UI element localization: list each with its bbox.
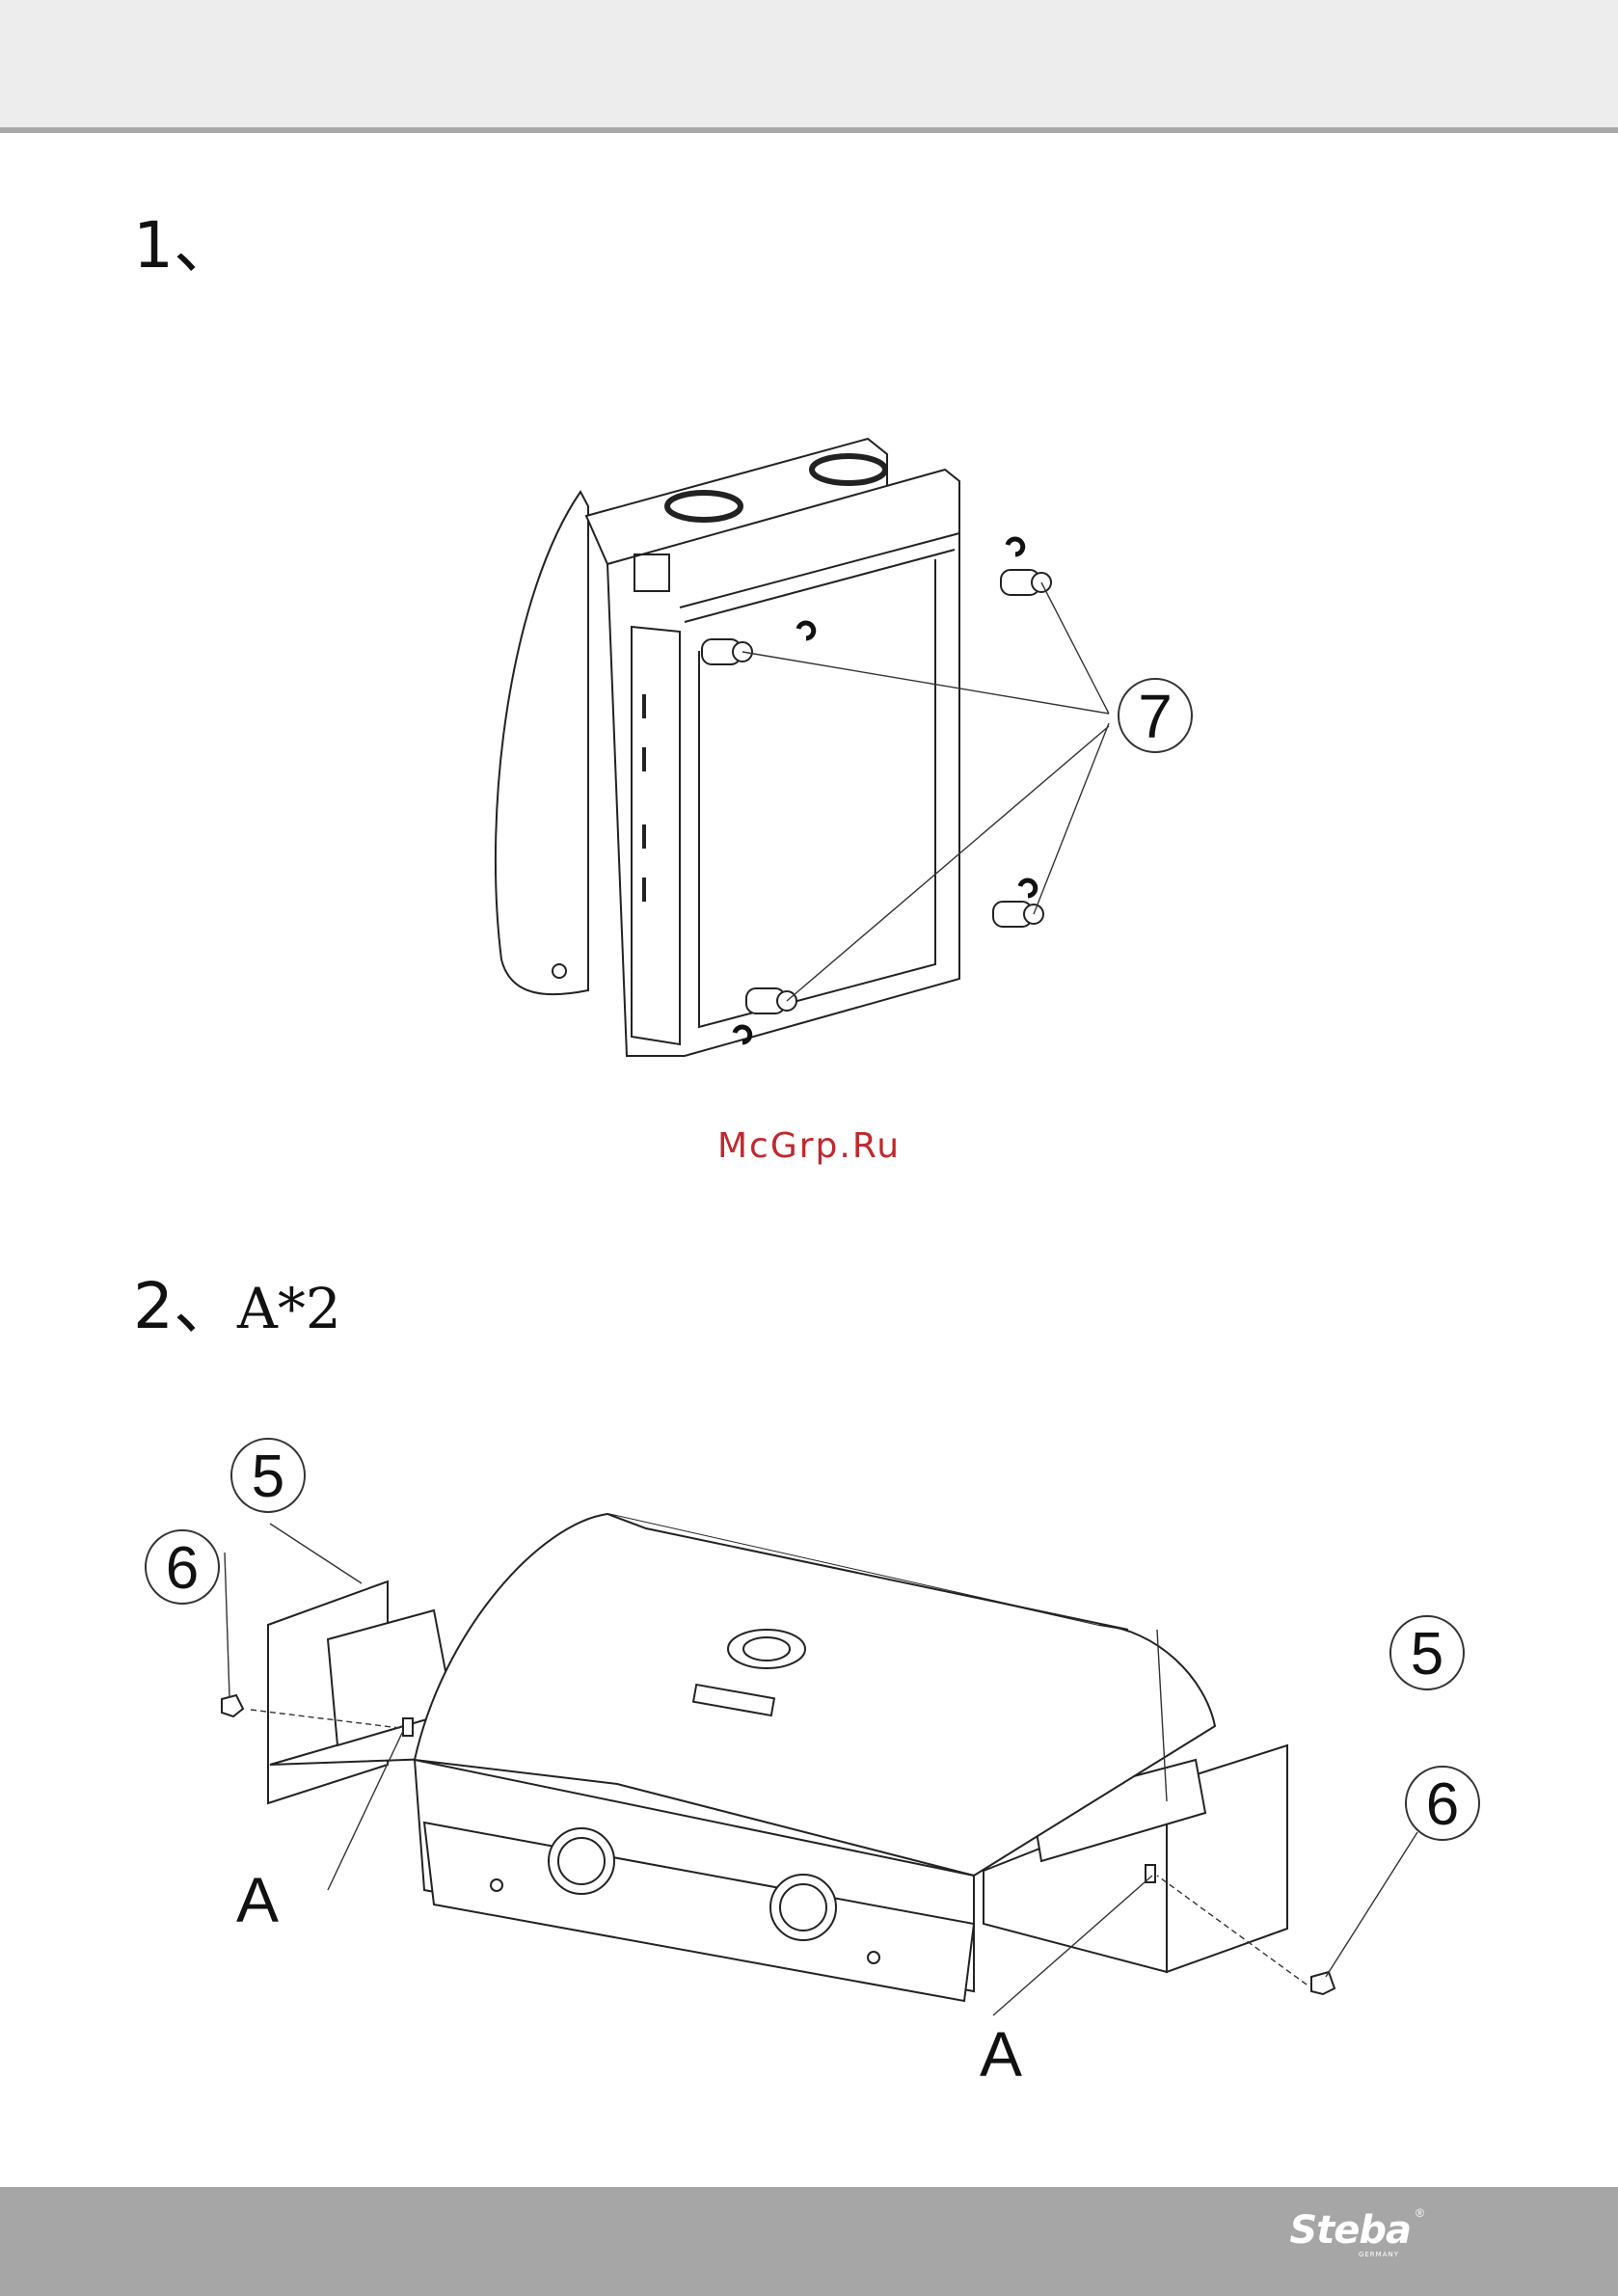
- callout-5-right-label: 5: [1411, 1621, 1443, 1688]
- step-2-quantity: A*2: [237, 1276, 341, 1341]
- step-1-number: 1: [133, 208, 174, 283]
- step-2-number: 2: [133, 1269, 174, 1343]
- step-separator: 、: [174, 1269, 237, 1343]
- callout-a-left-label: A: [236, 1864, 279, 1935]
- figure-1-grill-feet-assembly: 7: [472, 400, 1225, 1075]
- callout-5-left-label: 5: [252, 1444, 284, 1510]
- step-2-label: 2、A*2: [133, 1275, 341, 1338]
- step-separator: 、: [174, 208, 237, 283]
- callout-6-left-label: 6: [166, 1535, 199, 1602]
- callout-6-right-label: 6: [1426, 1771, 1459, 1838]
- registered-mark: ®: [1416, 2206, 1424, 2220]
- brand-subtitle: GERMANY: [1359, 2251, 1399, 2258]
- figure-2-side-tray-assembly: 5 6 A 5 6 A: [135, 1437, 1504, 2093]
- header-band: [0, 0, 1618, 133]
- callout-7-label: 7: [1138, 682, 1173, 751]
- callout-a-right-label: A: [980, 2018, 1022, 2090]
- steba-logo: Steba ® GERMANY: [1247, 2208, 1411, 2256]
- step-1-label: 1、: [133, 214, 237, 278]
- brand-name: Steba: [1289, 2208, 1411, 2253]
- watermark: McGrp.Ru: [0, 1126, 1618, 1166]
